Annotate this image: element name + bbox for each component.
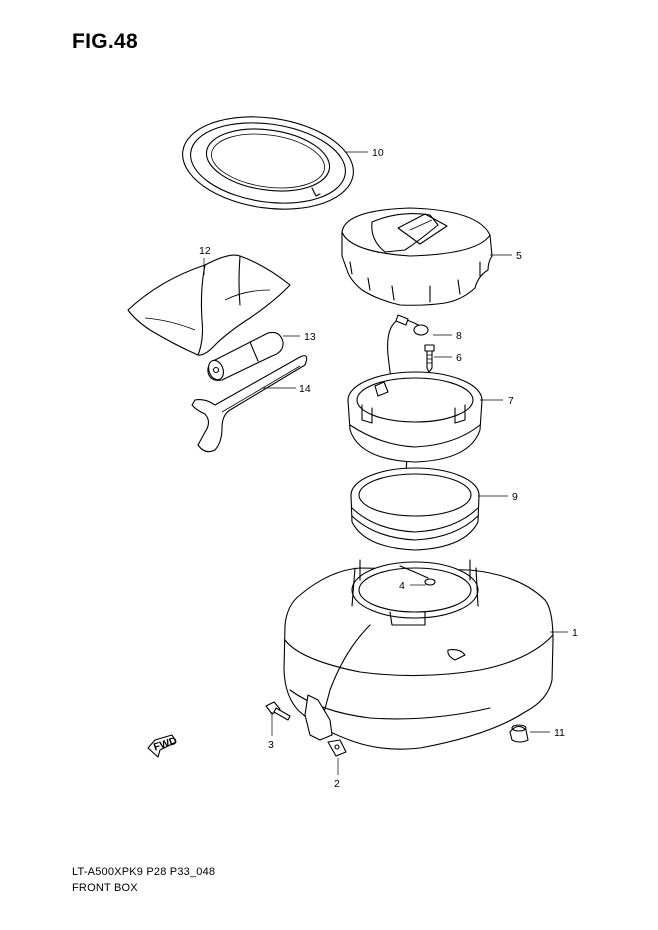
- callout-leaders: [203, 151, 568, 775]
- part-4-wire-end: [399, 565, 436, 586]
- part-7-ring: [347, 371, 483, 463]
- callout-8: 8: [456, 330, 462, 342]
- part-1-front-box: [283, 559, 554, 750]
- callout-2: 2: [334, 778, 340, 790]
- part-6-screw: [424, 344, 435, 373]
- part-11-grommet: [509, 724, 529, 743]
- callout-9: 9: [512, 491, 518, 503]
- part-10-gasket: [182, 116, 354, 210]
- callout-6: 6: [456, 352, 462, 364]
- callout-7: 7: [508, 395, 514, 407]
- callout-4: 4: [399, 580, 405, 592]
- callout-14: 14: [299, 383, 311, 395]
- part-14-spanner: [191, 355, 308, 453]
- part-13-cylinder: [207, 331, 284, 381]
- part-5-cap: [341, 207, 493, 306]
- part-3-bolt: [265, 701, 291, 721]
- part-2-bracket: [304, 694, 347, 757]
- figure-title: FIG.48: [72, 30, 138, 53]
- callout-5: 5: [516, 250, 522, 262]
- callout-11: 11: [554, 727, 565, 739]
- fwd-label: FWD: [152, 735, 179, 754]
- callout-10: 10: [372, 147, 384, 159]
- callout-12: 12: [199, 245, 211, 257]
- forward-arrow-icon: FWD: [147, 734, 179, 758]
- callout-1: 1: [572, 627, 578, 639]
- part-9-ring: [350, 467, 480, 551]
- figure-name: FRONT BOX: [72, 882, 138, 894]
- part-12-tool-bag: [127, 254, 291, 356]
- callout-13: 13: [304, 331, 316, 343]
- figure-code: LT-A500XPK9 P28 P33_048: [72, 866, 216, 878]
- callout-labels: 10 5 12 13 8 6 7 14 9 4 1 11 3 2: [199, 147, 578, 790]
- callout-3: 3: [268, 739, 274, 751]
